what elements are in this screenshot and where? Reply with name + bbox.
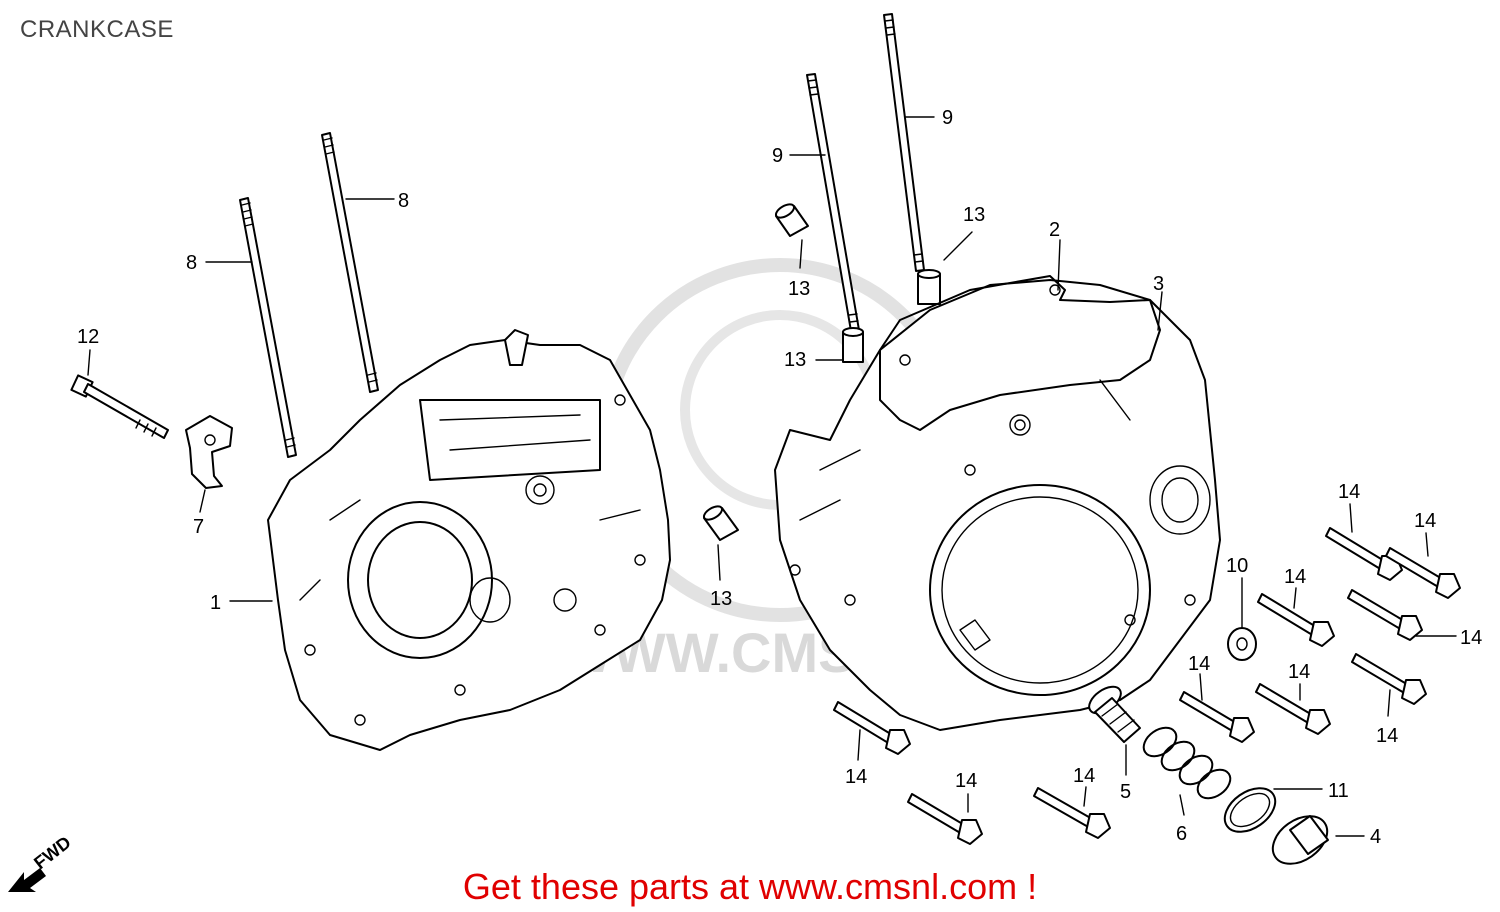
get-parts-link[interactable]: Get these parts at www.cmsnl.com ! <box>462 866 1038 907</box>
stud-8-right <box>321 132 379 393</box>
callout-14-j: 14 <box>1073 765 1095 787</box>
bolt-14-c <box>1257 593 1335 647</box>
bolt-12 <box>70 374 169 439</box>
bolt-14-f <box>1179 691 1255 743</box>
callout-14-b: 14 <box>1414 510 1436 532</box>
page-title: CRANKCASE <box>20 16 174 43</box>
callout-5: 5 <box>1120 781 1131 803</box>
o-ring-11 <box>1223 787 1277 833</box>
dowel-pin-13-d <box>702 505 739 541</box>
callout-14-f: 14 <box>1188 653 1210 675</box>
washer-10 <box>1227 627 1257 661</box>
right-crankcase-half-3 <box>774 275 1221 731</box>
callout-13-d: 13 <box>710 588 732 610</box>
clip-7 <box>185 415 233 489</box>
oil-filter-screen-5 <box>1088 685 1141 743</box>
callout-7: 7 <box>193 516 204 538</box>
bolt-14-g <box>1255 683 1331 735</box>
callout-8-left: 8 <box>186 252 197 274</box>
spring-6 <box>1142 726 1232 800</box>
callout-14-g: 14 <box>1288 661 1310 683</box>
callout-14-i: 14 <box>955 770 977 792</box>
bolt-14-d <box>1347 589 1423 641</box>
bolt-14-e <box>1351 653 1427 705</box>
callout-14-c: 14 <box>1284 566 1306 588</box>
bolt-14-b <box>1385 547 1461 599</box>
drain-plug-cap-4 <box>1271 815 1329 865</box>
callout-14-e: 14 <box>1376 725 1398 747</box>
left-crankcase-half-1 <box>267 329 671 751</box>
callout-12: 12 <box>77 326 99 348</box>
callout-6: 6 <box>1176 823 1187 845</box>
callout-13-c: 13 <box>963 204 985 226</box>
stud-9-right <box>883 13 925 272</box>
callout-11: 11 <box>1328 780 1349 802</box>
callout-9-left: 9 <box>772 145 783 167</box>
bolt-14-j <box>1033 787 1111 839</box>
callout-14-d: 14 <box>1460 627 1482 649</box>
callout-10: 10 <box>1226 555 1248 577</box>
stud-9-left <box>806 73 860 332</box>
bolt-14-h <box>833 701 911 755</box>
callout-4: 4 <box>1370 826 1381 848</box>
bolt-14-i <box>907 793 983 845</box>
stud-8-left <box>239 197 297 458</box>
callout-13-a: 13 <box>788 278 810 300</box>
callout-8-right: 8 <box>398 190 409 212</box>
callout-3: 3 <box>1153 273 1164 295</box>
callout-14-h: 14 <box>845 766 867 788</box>
leader-lines <box>87 116 1457 837</box>
callout-1: 1 <box>210 592 221 614</box>
callout-2: 2 <box>1049 219 1060 241</box>
callout-9-right: 9 <box>942 107 953 129</box>
dowel-pin-13-c <box>917 269 941 305</box>
callout-14-a: 14 <box>1338 481 1360 503</box>
callout-13-b: 13 <box>784 349 806 371</box>
dowel-pin-13-b <box>842 327 864 363</box>
dowel-pin-13-a <box>774 203 809 237</box>
